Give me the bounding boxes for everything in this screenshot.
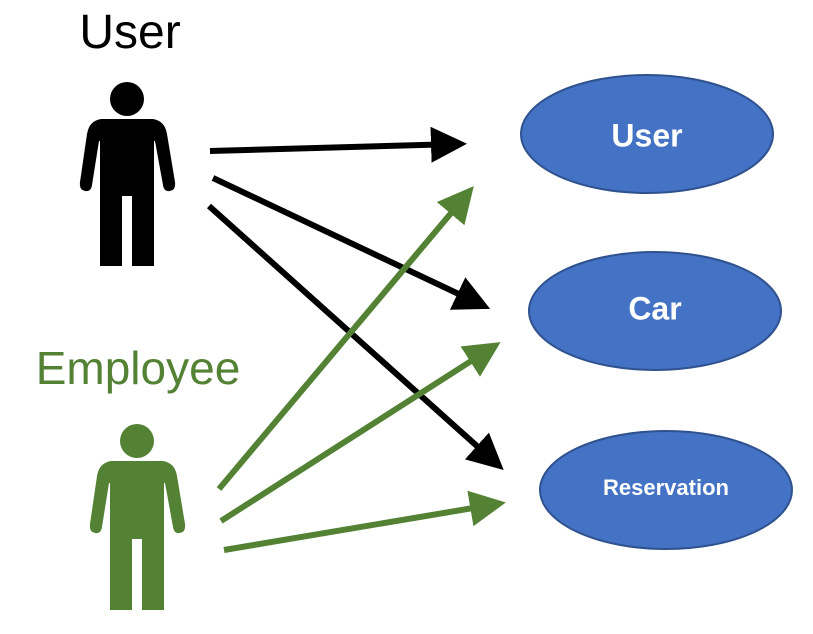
entity-car: Car [528,251,782,371]
entity-user-label: User [611,117,682,153]
entity-reservation: Reservation [539,430,793,550]
arrow-user-to-user [209,126,467,163]
user-person-icon [79,82,176,266]
user-actor-label: User [79,6,180,59]
arrow-employee-to-car [219,342,501,524]
entity-car-shape [528,251,782,371]
arrow-employee-to-reservation [223,490,506,553]
entity-reservation-shape [539,430,793,550]
arrow-user-to-car [211,175,491,310]
entity-user-shape [520,74,774,194]
entity-car-label: Car [628,290,681,326]
employee-person-icon [89,424,186,610]
arrow-employee-to-user [216,186,474,491]
arrow-user-to-reservation [206,203,504,471]
employee-actor-label: Employee [36,342,241,394]
entity-reservation-label: Reservation [603,475,729,500]
entity-user: User [520,74,774,194]
